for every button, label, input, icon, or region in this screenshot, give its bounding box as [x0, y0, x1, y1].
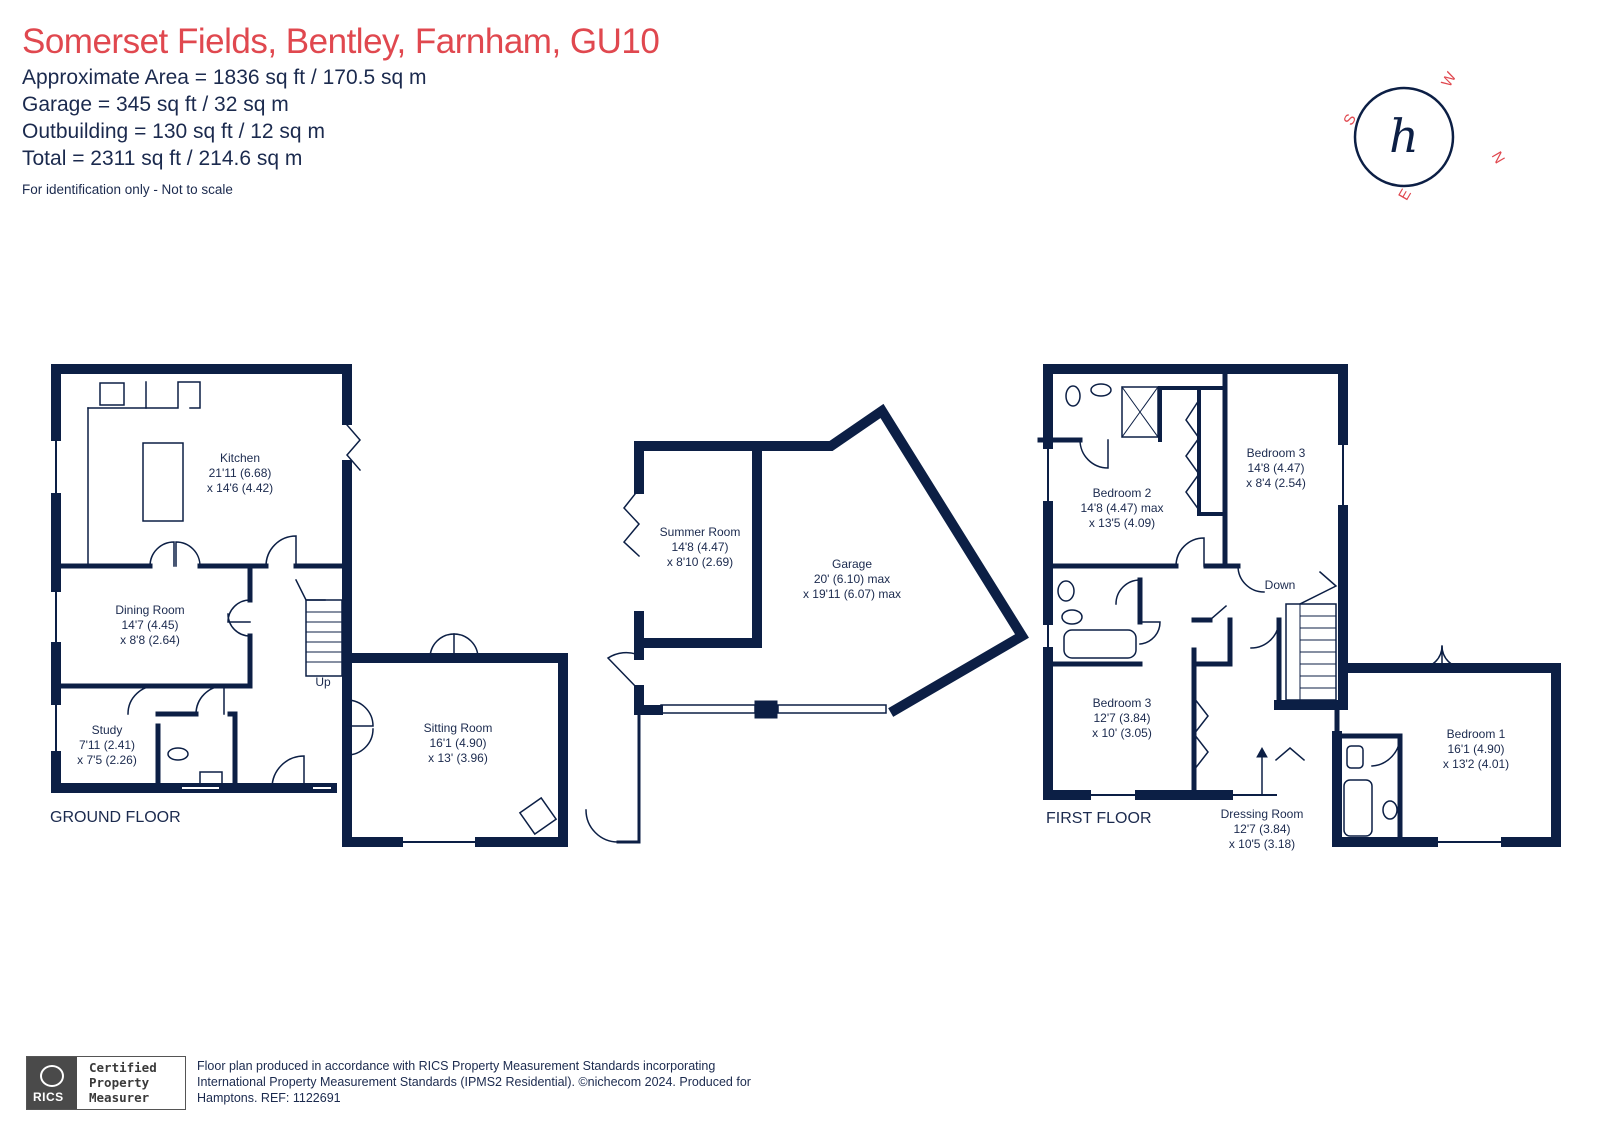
logo-glyph: h — [1389, 109, 1419, 163]
study-label: Study — [92, 723, 123, 737]
bedroom3-upper-dim1: 14'8 (4.47) — [1248, 461, 1305, 475]
dining-dim1: 14'7 (4.45) — [122, 618, 179, 632]
rics-certification-text: Certified Property Measurer — [89, 1060, 157, 1105]
dining-label: Dining Room — [115, 603, 184, 617]
outbuilding-area: Outbuilding = 130 sq ft / 12 sq m — [22, 120, 325, 143]
summer-room-label: Summer Room — [660, 525, 741, 539]
dressing-room-dim2: x 10'5 (3.18) — [1229, 837, 1295, 851]
rics-line-1: Certified — [89, 1060, 157, 1075]
ground-floor-labels: Kitchen 21'11 (6.68) x 14'6 (4.42) Dinin… — [50, 451, 492, 826]
bedroom3-lower-dim2: x 10' (3.05) — [1092, 726, 1152, 740]
stairs-up-label: Up — [315, 675, 331, 689]
garage-label: Garage — [832, 557, 872, 571]
bedroom1-label: Bedroom 1 — [1447, 727, 1506, 741]
summer-room-dim2: x 8'10 (2.69) — [667, 555, 733, 569]
kitchen-label: Kitchen — [220, 451, 260, 465]
approximate-area: Approximate Area = 1836 sq ft / 170.5 sq… — [22, 66, 427, 89]
study-dim1: 7'11 (2.41) — [79, 738, 135, 752]
sitting-dim2: x 13' (3.96) — [428, 751, 488, 765]
bedroom2-label: Bedroom 2 — [1093, 486, 1152, 500]
sitting-dim1: 16'1 (4.90) — [430, 736, 487, 750]
bedroom1-dim2: x 13'2 (4.01) — [1443, 757, 1509, 771]
kitchen-dim2: x 14'6 (4.42) — [207, 481, 273, 495]
footer-line-3: Hamptons. REF: 1122691 — [197, 1091, 341, 1105]
first-floor-label: FIRST FLOOR — [1046, 810, 1152, 827]
bedroom3-lower-dim1: 12'7 (3.84) — [1094, 711, 1151, 725]
compass-west: W — [1438, 69, 1460, 90]
study-dim2: x 7'5 (2.26) — [77, 753, 137, 767]
ground-floor-walls — [51, 364, 568, 847]
garage-area: Garage = 345 sq ft / 32 sq m — [22, 93, 289, 116]
first-floor-labels: Bedroom 2 14'8 (4.47) max x 13'5 (4.09) … — [1046, 446, 1509, 851]
rics-word: RICS — [33, 1090, 64, 1104]
kitchen-dim1: 21'11 (6.68) — [209, 466, 272, 480]
garage-dim1: 20' (6.10) max — [814, 572, 890, 586]
dining-dim2: x 8'8 (2.64) — [120, 633, 180, 647]
outbuilding-walls — [585, 403, 1029, 844]
compass-north: N — [1488, 149, 1508, 167]
rics-line-3: Measurer — [89, 1090, 150, 1105]
bedroom3-upper-label: Bedroom 3 — [1247, 446, 1306, 460]
bedroom2-dim2: x 13'5 (4.09) — [1089, 516, 1155, 530]
outbuilding-labels: Summer Room 14'8 (4.47) x 8'10 (2.69) Ga… — [660, 525, 901, 601]
footer-line-1: Floor plan produced in accordance with R… — [197, 1059, 716, 1073]
rics-logo: RICS — [27, 1057, 77, 1109]
rics-emblem-icon — [40, 1065, 64, 1087]
scale-note: For identification only - Not to scale — [22, 182, 233, 197]
ground-floor-label: GROUND FLOOR — [50, 809, 181, 826]
summer-room-dim1: 14'8 (4.47) — [672, 540, 729, 554]
footer-disclaimer: Floor plan produced in accordance with R… — [197, 1058, 751, 1106]
sitting-label: Sitting Room — [424, 721, 493, 735]
bedroom3-lower-label: Bedroom 3 — [1093, 696, 1152, 710]
compass-east: E — [1395, 186, 1415, 203]
first-floor-walls — [1037, 364, 1561, 847]
bedroom3-upper-dim2: x 8'4 (2.54) — [1246, 476, 1306, 490]
rics-line-2: Property — [89, 1075, 150, 1090]
footer-line-2: International Property Measurement Stand… — [197, 1075, 751, 1089]
bedroom2-dim1: 14'8 (4.47) max — [1081, 501, 1164, 515]
total-area: Total = 2311 sq ft / 214.6 sq m — [22, 147, 303, 170]
rics-badge: RICS Certified Property Measurer — [26, 1056, 186, 1110]
garage-dim2: x 19'11 (6.07) max — [803, 587, 901, 601]
bedroom1-dim1: 16'1 (4.90) — [1448, 742, 1505, 756]
dressing-room-label: Dressing Room — [1221, 807, 1304, 821]
property-title: Somerset Fields, Bentley, Farnham, GU10 — [22, 22, 660, 61]
compass-logo: h W S N E — [1340, 69, 1508, 204]
dressing-room-dim1: 12'7 (3.84) — [1234, 822, 1291, 836]
stairs-down-label: Down — [1265, 578, 1296, 592]
